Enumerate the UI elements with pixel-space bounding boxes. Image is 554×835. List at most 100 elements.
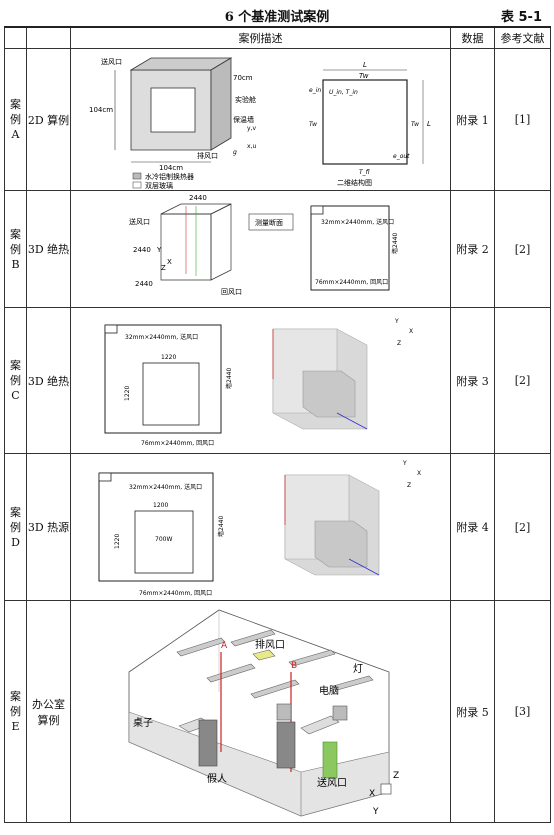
case-d-diagram: 32mm×2440mm, 送风口 1200 700W 1220 墙2440 76… xyxy=(98,460,421,597)
supply-vent xyxy=(322,741,338,778)
svg-text:排风口: 排风口 xyxy=(255,638,285,651)
svg-text:水冷铝制换热器: 水冷铝制换热器 xyxy=(145,172,194,181)
header-data: 数据 xyxy=(450,26,495,49)
measurement-box xyxy=(248,213,294,230)
svg-text:32mm×2440mm, 送风口: 32mm×2440mm, 送风口 xyxy=(125,333,198,341)
svg-text:Z: Z xyxy=(407,482,411,489)
header-description: 案例描述 xyxy=(70,26,451,49)
svg-text:假人: 假人 xyxy=(207,772,227,785)
chamber-opening xyxy=(150,87,196,132)
header-reference: 参考文献 xyxy=(494,26,551,49)
case-reference: [2] xyxy=(494,190,551,308)
svg-text:g: g xyxy=(233,149,237,156)
case-data: 附录 2 xyxy=(450,190,495,308)
svg-text:32mm×2440mm, 送风口: 32mm×2440mm, 送风口 xyxy=(321,218,394,226)
table-title: 6 个基准测试案例 xyxy=(224,10,330,25)
header-name xyxy=(26,26,71,49)
svg-text:送风口: 送风口 xyxy=(101,57,122,66)
svg-text:送风口: 送风口 xyxy=(129,217,150,226)
svg-text:墙2440: 墙2440 xyxy=(391,232,399,253)
svg-text:76mm×2440mm, 回风口: 76mm×2440mm, 回风口 xyxy=(315,279,388,286)
case-description: 32mm×2440mm, 送风口 1200 700W 1220 墙2440 76… xyxy=(70,453,451,601)
case-a-diagram: 送风口 70cm 实验舱 保温墙 104cm 排风口 104cm 水冷铝制换热器… xyxy=(89,57,431,190)
schematic-box xyxy=(322,78,408,165)
exhaust-vent xyxy=(252,649,276,660)
svg-text:Z: Z xyxy=(393,771,399,781)
svg-text:X: X xyxy=(167,258,172,266)
svg-text:Tw: Tw xyxy=(359,72,369,80)
svg-text:1220: 1220 xyxy=(124,385,131,400)
case-description: 32mm×2440mm, 送风口 1220 1220 墙2440 76mm×24… xyxy=(70,307,451,454)
case-reference: [2] xyxy=(494,307,551,454)
svg-text:实验舱: 实验舱 xyxy=(235,95,256,104)
svg-text:二维结构图: 二维结构图 xyxy=(337,178,372,187)
svg-text:墙2440: 墙2440 xyxy=(225,367,233,388)
heat-box xyxy=(142,362,200,425)
svg-text:76mm×2440mm, 回风口: 76mm×2440mm, 回风口 xyxy=(141,440,214,447)
table-number: 表 5-1 xyxy=(500,10,542,25)
svg-text:X: X xyxy=(417,470,421,477)
svg-text:B: B xyxy=(291,661,297,671)
case-reference: [2] xyxy=(494,453,551,601)
svg-text:32mm×2440mm, 送风口: 32mm×2440mm, 送风口 xyxy=(129,483,202,491)
case-name: 2D 算例 xyxy=(26,48,71,191)
case-data: 附录 4 xyxy=(450,453,495,601)
svg-text:保温墙: 保温墙 xyxy=(233,115,254,124)
case-description: 2440 送风口 测量断面 2440 2440 回风口 Y X Z 32mm×2… xyxy=(70,190,451,308)
legend-swatch-glass xyxy=(132,181,142,188)
case-c-diagram: 32mm×2440mm, 送风口 1220 1220 墙2440 76mm×24… xyxy=(104,318,413,447)
svg-text:L: L xyxy=(363,61,367,69)
table-title-bar: 6 个基准测试案例 表 5-1 xyxy=(0,4,554,25)
case-name: 办公室算例 xyxy=(26,600,71,823)
case-name: 3D 绝热 xyxy=(26,190,71,308)
svg-text:墙2440: 墙2440 xyxy=(217,515,225,536)
dummy-2 xyxy=(276,721,296,768)
svg-text:桌子: 桌子 xyxy=(133,716,153,729)
svg-text:A: A xyxy=(221,641,228,651)
svg-text:2440: 2440 xyxy=(133,246,151,254)
svg-text:U_in, T_in: U_in, T_in xyxy=(329,89,358,96)
case-data: 附录 1 xyxy=(450,48,495,191)
svg-text:2440: 2440 xyxy=(189,194,207,202)
svg-text:测量断面: 测量断面 xyxy=(255,218,283,227)
case-b-diagram: 2440 送风口 测量断面 2440 2440 回风口 Y X Z 32mm×2… xyxy=(129,194,399,296)
svg-text:L: L xyxy=(427,120,431,128)
svg-text:回风口: 回风口 xyxy=(221,288,242,296)
svg-text:Y: Y xyxy=(156,246,162,254)
svg-text:送风口: 送风口 xyxy=(317,776,347,789)
header-row: 案例描述 数据 参考文献 xyxy=(4,26,551,49)
case-name: 3D 热源 xyxy=(26,453,71,601)
svg-text:2440: 2440 xyxy=(135,280,153,288)
legend-swatch-hatched xyxy=(132,172,142,179)
header-case xyxy=(4,26,27,49)
case-description: A 排风口 B 灯 电脑 桌子 假人 送风口 Z X Y xyxy=(70,600,451,823)
svg-text:e_out: e_out xyxy=(393,153,410,160)
case-data: 附录 3 xyxy=(450,307,495,454)
svg-text:Z: Z xyxy=(397,340,401,347)
case-e-diagram: A 排风口 B 灯 电脑 桌子 假人 送风口 Z X Y xyxy=(128,609,399,817)
svg-text:X: X xyxy=(409,328,413,335)
svg-text:76mm×2440mm, 回风口: 76mm×2440mm, 回风口 xyxy=(139,590,212,597)
svg-text:T_fl: T_fl xyxy=(359,169,370,176)
svg-text:灯: 灯 xyxy=(353,663,363,675)
case-description: 送风口 70cm 实验舱 保温墙 104cm 排风口 104cm 水冷铝制换热器… xyxy=(70,48,451,191)
svg-text:x,u: x,u xyxy=(247,143,256,150)
svg-text:Y: Y xyxy=(372,807,379,817)
svg-text:双层玻璃: 双层玻璃 xyxy=(145,181,173,190)
case-data: 附录 5 xyxy=(450,600,495,823)
case-name: 3D 绝热 xyxy=(26,307,71,454)
svg-text:Z: Z xyxy=(161,264,166,272)
svg-text:70cm: 70cm xyxy=(233,74,253,82)
svg-text:700W: 700W xyxy=(155,536,172,543)
